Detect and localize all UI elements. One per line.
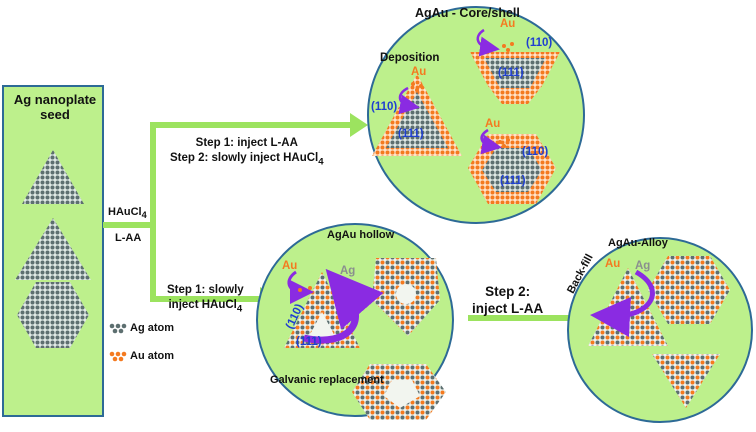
alloy-backfill-arrow [590, 269, 655, 337]
coreshell-curl-arrow-1 [398, 86, 420, 115]
coreshell-au-1: Au [411, 66, 427, 78]
alloy-triangle-small [652, 354, 720, 408]
coreshell-curl-arrow-2 [476, 28, 500, 57]
alloy-au: Au [605, 258, 621, 270]
legend-ag-swatch [109, 323, 127, 334]
galvanic-label: Galvanic replacement [270, 374, 384, 386]
upper-path-steps: Step 1: inject L-AA Step 2: slowly injec… [170, 136, 324, 169]
step2-label: Step 2: inject L-AA [472, 283, 543, 317]
alloy-hexagon [648, 256, 730, 324]
step2-line2: inject L-AA [472, 301, 544, 316]
alloy-circle [567, 237, 753, 423]
upper-step1: Step 1: inject L-AA [195, 137, 298, 149]
hollow-au: Au [282, 260, 298, 272]
coreshell-facet-111-1: (111) [398, 128, 424, 140]
coreshell-facet-111-3: (111) [500, 175, 526, 187]
coreshell-au-2: Au [500, 18, 516, 30]
seed-triangle-small [22, 150, 84, 204]
hollow-facet-111: (111) [296, 336, 322, 348]
legend-ag-label: Ag atom [130, 322, 174, 334]
alloy-title: AgAu-Alloy [608, 237, 668, 249]
seed-title: Ag nanoplate seed [13, 92, 97, 122]
coreshell-trihex-core [484, 58, 546, 88]
upper-step2: Step 2: slowly inject HAuCl4 [170, 152, 324, 168]
legend-au-swatch [109, 351, 127, 362]
lower-step1-cont: inject HAuCl4 [168, 299, 243, 315]
coreshell-facet-110-2: (110) [526, 37, 553, 49]
coreshell-title: AgAu - Core/shell [415, 6, 520, 20]
legend-au-label: Au atom [130, 350, 174, 362]
au-deposition-dots [298, 42, 514, 292]
coreshell-facet-110-3: (110) [522, 146, 549, 158]
reagent-laa: L-AA [115, 232, 142, 244]
hollow-title: AgAu hollow [327, 229, 395, 241]
hollow-curl-arrow-au [287, 270, 314, 304]
alloy-ag: Ag [635, 260, 651, 272]
lower-path-steps: Step 1: slowly inject HAuCl4 [167, 283, 244, 316]
coreshell-facet-111-2: (111) [498, 67, 524, 79]
seed-triangle-large [15, 218, 91, 280]
coreshell-curl-arrow-3 [480, 128, 502, 155]
coreshell-facet-110-1: (110) [371, 101, 398, 113]
hollow-big-return-arrow [303, 268, 384, 344]
reagent-haucl4: HAuCl4 [108, 206, 147, 221]
lower-step1: Step 1: slowly [167, 284, 244, 296]
hollow-hexagon-void [384, 380, 420, 408]
hollow-ag: Ag [340, 265, 356, 277]
coreshell-au-3: Au [485, 118, 501, 130]
coreshell-hexagon-core [482, 148, 542, 192]
hollow-triangle-void [306, 312, 338, 342]
deposition-label: Deposition [380, 52, 440, 64]
coreshell-triangle-core [386, 92, 448, 148]
step2-line1: Step 2: [485, 284, 531, 299]
hollow-trihex-void [396, 284, 416, 304]
seed-hexagon [17, 282, 89, 348]
